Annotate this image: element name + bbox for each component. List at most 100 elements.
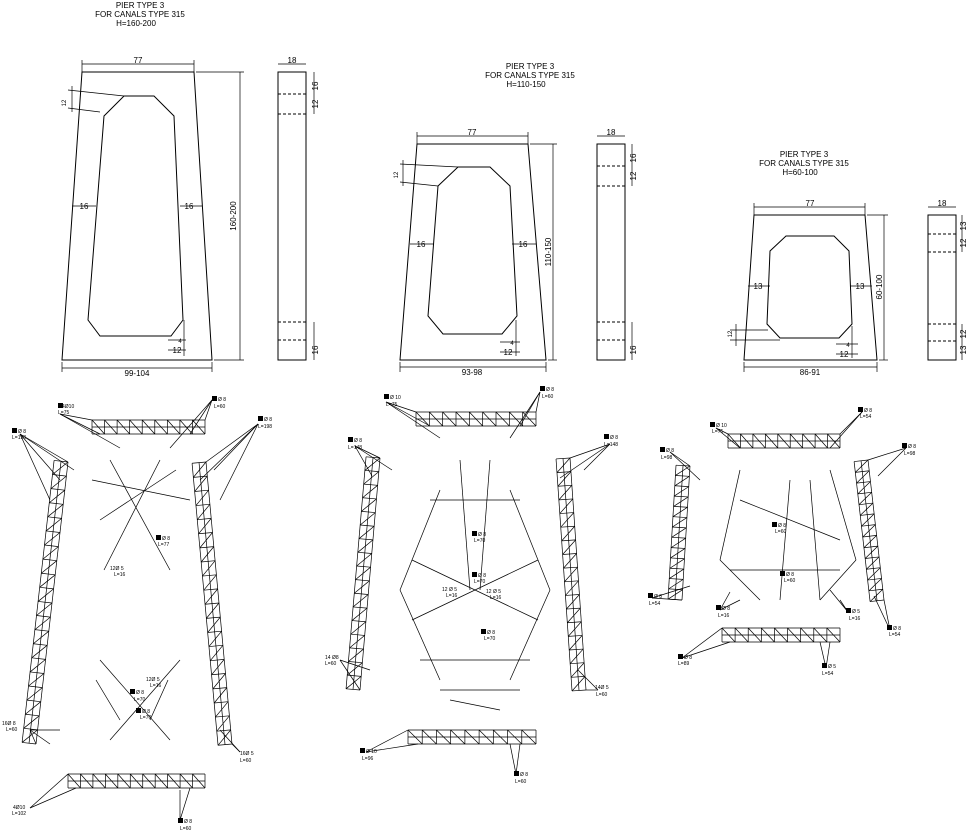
p3-left-leg-stirrup <box>669 567 684 570</box>
p1-right-leg-diag <box>193 461 207 478</box>
p1-rebar-2-length: L=60 <box>214 404 225 410</box>
pier-2-left-thickness: 16 <box>417 240 426 249</box>
p1-right-leg-stirrup <box>206 616 221 619</box>
p3-leader <box>867 447 907 461</box>
p1-bottom-cage-diag <box>80 773 94 789</box>
p3-right-leg-diag <box>861 513 875 527</box>
p2-rebar-13-count: Ø 8 <box>520 772 528 778</box>
p1-top-cage-diag <box>141 419 156 435</box>
p3-rebar-4-length: L=98 <box>904 451 915 457</box>
p2-bottom-cage-diag <box>464 729 480 745</box>
p1-right-leg-diag <box>216 715 230 732</box>
p2-left-leg-stirrup <box>360 524 375 527</box>
p2-leader <box>354 445 381 459</box>
p1-leader <box>19 433 61 481</box>
p2-left-leg-diag <box>347 662 363 676</box>
p1-left-leg-stirrup <box>39 586 54 590</box>
pier-2-right-thickness: 16 <box>519 240 528 249</box>
pier-3-bottom-dimension: 86-91 <box>800 368 821 377</box>
p3-bottom-cage-diag <box>787 627 801 643</box>
p3-right-leg-diag <box>867 567 881 581</box>
p2-rebar-4-count: Ø 8 <box>610 435 618 441</box>
p2-rebar-4-length: L=148 <box>604 442 618 448</box>
p1-right-leg-diag <box>215 701 229 718</box>
p1-rebar-8-count: Ø 8 <box>136 690 144 696</box>
p3-left-leg-stirrup <box>672 516 687 518</box>
p2-left-leg-stirrup <box>354 592 369 595</box>
pier-2-title-line3: H=110-150 <box>506 80 546 89</box>
p1-left-leg-diag <box>37 588 54 602</box>
p2-right-leg-stirrup <box>570 662 585 665</box>
p2-bottom-cage-diag <box>421 729 437 745</box>
p1-rebar-13-length: L=60 <box>180 826 191 832</box>
p2-right-leg-stirrup <box>563 566 578 569</box>
p1-left-leg-diag <box>23 715 40 729</box>
p2-left-leg-diag <box>362 485 378 499</box>
p1-rebar-7-length: L=16 <box>150 683 161 689</box>
p2-left-leg-stirrup <box>356 565 371 568</box>
p3-leader <box>651 585 691 599</box>
p2-left-leg-diag <box>359 512 376 526</box>
p2-left-leg-diag <box>355 566 371 580</box>
p3-right-leg-stirrup <box>857 491 872 495</box>
p2-right-leg-stirrup <box>569 648 584 651</box>
p2-right-leg-rail-a <box>569 457 587 691</box>
p3-bottom-cage-diag <box>734 627 749 643</box>
p2-left-leg-stirrup <box>351 620 366 623</box>
p1-right-leg-diag <box>199 532 213 549</box>
p1-rebar-5-length: L=77 <box>158 542 169 548</box>
p1-left-leg-stirrup <box>33 643 48 646</box>
p1-bottom-cage-diag <box>92 773 106 789</box>
p2-right-leg-diag <box>565 580 579 596</box>
p1-right-leg-stirrup <box>218 743 233 746</box>
p2-rebar-10-length: L=60 <box>325 661 336 667</box>
p3-rebar-8-count: Ø 8 <box>722 606 730 612</box>
p3-right-leg-rail-a <box>867 459 885 601</box>
p2-right-leg-stirrup <box>568 635 583 637</box>
p2-left-leg-stirrup <box>362 497 377 500</box>
p2-leader <box>509 743 517 775</box>
pier-3-rebar-callouts: Ø 10 L=75 Ø 8 L=54 Ø 8 L=98 Ø 8 L=98 Ø 8… <box>648 407 916 677</box>
p3-right-leg-stirrup <box>868 588 883 592</box>
p3-rebar-12-count: Ø 5 <box>828 664 836 670</box>
pier-2-title-line2: FOR CANALS TYPE 315 <box>485 71 575 80</box>
p2-left-leg-diag <box>356 553 372 567</box>
p3-right-leg-stirrup <box>870 599 885 602</box>
p2-leader <box>354 445 373 477</box>
p3-top-cage-diag <box>777 433 791 449</box>
p1-left-leg-stirrup <box>30 671 45 674</box>
p1-right-leg-stirrup <box>216 729 231 732</box>
p1-left-leg-diag <box>26 687 43 701</box>
pier-1-outline <box>61 71 213 361</box>
pier-1-bottom-offset-a: 4 <box>178 339 182 345</box>
pier-2-section-outline <box>596 143 626 361</box>
p1-leader <box>59 413 93 421</box>
p1-right-leg-stirrup <box>208 644 223 647</box>
p2-rebar-5-length: L=70 <box>474 538 485 544</box>
p1-bottom-cage-diag <box>142 773 156 789</box>
p1-left-leg-diag <box>29 659 46 673</box>
p3-right-leg-stirrup <box>855 470 870 473</box>
pier-3-bottom-offset-b: 12 <box>840 350 849 359</box>
p1-bent-bar <box>109 459 171 571</box>
p1-rebar-6-count: 12Ø 5 <box>110 566 124 572</box>
p3-right-leg-stirrup <box>856 481 871 484</box>
p3-rebar-7-count: Ø 8 <box>654 594 662 600</box>
pier-1-height-dimension: 160-200 <box>229 201 238 231</box>
p3-inner <box>739 499 841 541</box>
p2-right-leg-rail-b <box>555 458 573 691</box>
p2-left-leg-diag <box>363 471 380 485</box>
p1-leader <box>169 399 213 449</box>
p2-top-cage-diag <box>429 411 443 427</box>
p1-rebar-12-length: L=102 <box>12 811 26 817</box>
pier-1-title-line3: H=160-200 <box>116 19 156 28</box>
p3-leader <box>829 589 849 613</box>
p3-left-leg-stirrup <box>671 536 686 539</box>
p2-right-leg-stirrup <box>571 676 586 678</box>
p2-rebar-13-length: L=60 <box>515 779 526 785</box>
p2-top-cage-diag <box>442 411 457 427</box>
p1-leader <box>213 423 259 471</box>
p1-right-leg-diag <box>202 560 216 577</box>
pier-3-opening <box>766 235 853 339</box>
pier-2-height-dimension: 110-150 <box>544 237 553 266</box>
